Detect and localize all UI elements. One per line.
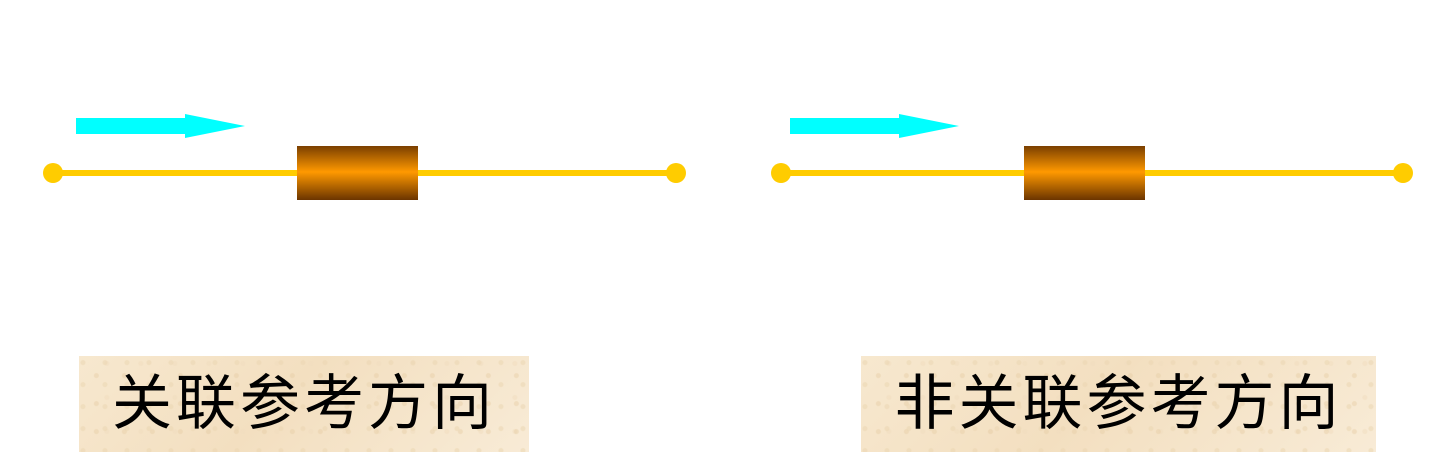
label-text: 非关联参考方向	[894, 369, 1343, 439]
left-terminal	[771, 163, 791, 183]
label-text: 关联参考方向	[112, 369, 496, 439]
right-terminal	[666, 163, 686, 183]
left-circuit	[43, 114, 686, 200]
associated-reference-direction-label: 关联参考方向	[79, 356, 529, 452]
left-terminal	[43, 163, 63, 183]
resistor-icon	[297, 146, 418, 200]
non-associated-reference-direction-label: 非关联参考方向	[861, 356, 1376, 452]
right-arrow-icon	[76, 114, 245, 138]
right-terminal	[1393, 163, 1413, 183]
resistor-icon	[1024, 146, 1145, 200]
right-arrow-icon	[790, 114, 959, 138]
right-circuit	[771, 114, 1413, 200]
